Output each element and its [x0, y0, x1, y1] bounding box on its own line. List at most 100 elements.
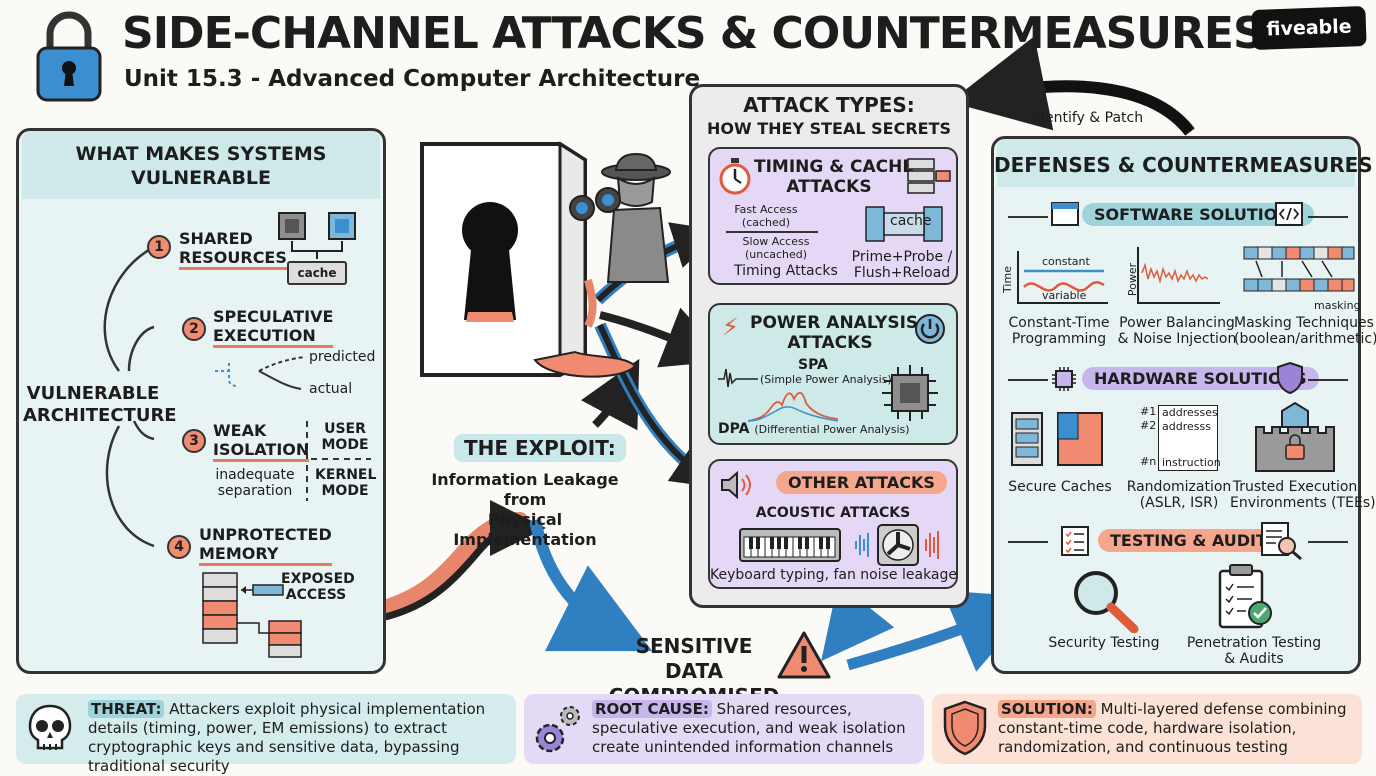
testing-divider-left [1008, 541, 1048, 543]
address-row-1: addresses [1162, 406, 1218, 419]
inspection-icon [1260, 521, 1304, 565]
fan-icon [852, 523, 948, 571]
power-axis-label: Power [1126, 262, 1140, 297]
defenses-header-band [997, 139, 1355, 187]
vulnerability-title-line1: WHAT MAKES SYSTEMS [75, 143, 327, 165]
address-row-2: addresss [1162, 420, 1211, 433]
testing-divider-right [1308, 541, 1348, 543]
attack-types-subtitle: HOW THEY STEAL SECRETS [707, 119, 951, 138]
keyboard-icon [738, 527, 842, 567]
arrow-feedback [949, 36, 1195, 136]
speaker-icon [720, 470, 754, 503]
shield-purple-icon [1276, 361, 1304, 399]
attack-types-title: ATTACK TYPES: [743, 93, 915, 117]
security-testing-label: Security Testing [1048, 635, 1160, 651]
secure-caches-label: Secure Caches [1008, 479, 1112, 495]
threat-text: THREAT: Attackers exploit physical imple… [88, 700, 486, 775]
skull-icon [26, 704, 74, 758]
server-rack-icon [906, 157, 952, 201]
row-2-label: #2 [1140, 419, 1157, 432]
hardware-solutions-title: HARDWARE SOLUTIONS [1082, 367, 1319, 390]
hardware-divider-left [1008, 379, 1048, 381]
defenses-panel: DEFENSES & COUNTERMEASURES SOFTWARE SOLU… [991, 136, 1376, 674]
attack-types-panel: ATTACK TYPES: HOW THEY STEAL SECRETS TIM… [689, 84, 969, 608]
chip-icon [878, 361, 942, 429]
gears-icon [530, 700, 584, 762]
penetration-testing-label: Penetration Testing& Audits [1186, 635, 1322, 667]
row-n-label: #n [1140, 455, 1157, 468]
browser-window-icon [1050, 201, 1080, 231]
stopwatch-icon [718, 157, 752, 199]
power-trace-graph [718, 359, 868, 433]
actual-label: actual [309, 381, 353, 397]
power-balancing-label: Power Balancing& Noise Injection [1117, 315, 1237, 347]
power-balancing-graph [1124, 243, 1224, 313]
item-number-4: 4 [167, 535, 191, 559]
arrow-data-to-defenses [846, 590, 1041, 672]
masking-diagram [1242, 245, 1356, 307]
dpa-label: DPA (Differential Power Analysis) [718, 421, 910, 437]
randomization-label: Randomization(ASLR, ISR) [1126, 479, 1232, 511]
solution-text: SOLUTION: Multi-layered defense combinin… [998, 700, 1347, 756]
timing-scale-line [726, 231, 818, 233]
software-divider-right [1308, 216, 1348, 218]
slow-access-label: Slow Access(uncached) [742, 235, 810, 261]
cpu-cores-icon [271, 207, 367, 289]
castle-icon [1252, 401, 1338, 477]
vulnerability-tree-lines [103, 245, 371, 548]
randomization-table: #1 #2 #n addresses addresss instruction [1140, 405, 1221, 471]
threat-box: THREAT: Attackers exploit physical imple… [16, 694, 516, 775]
checklist-icon [1060, 525, 1090, 561]
other-attacks-title: OTHER ATTACKS [776, 471, 947, 494]
safe-illustration [410, 130, 650, 404]
exploit-title: THE EXPLOIT: [454, 434, 626, 462]
software-divider-left [1008, 216, 1048, 218]
address-box [1158, 405, 1218, 471]
fast-access-label: Fast Access(cached) [734, 203, 798, 229]
power-button-icon [914, 313, 946, 349]
solution-box: SOLUTION: Multi-layered defense combinin… [932, 694, 1362, 764]
item-number-2: 2 [182, 317, 206, 341]
variable-label: variable [1042, 289, 1087, 302]
cache-label: cache [890, 213, 932, 229]
predicted-label: predicted [309, 349, 376, 365]
vulnerability-header-band [22, 131, 380, 199]
row-1-label: #1 [1140, 405, 1157, 418]
acoustic-caption: Keyboard typing, fan noise leakage [710, 567, 958, 583]
page-title: SIDE-CHANNEL ATTACKS & COUNTERMEASURES [122, 8, 1265, 59]
masking-techniques-label: Masking Techniques(boolean/arithmetic) [1234, 315, 1376, 347]
memory-blocks-icon [199, 571, 309, 667]
root-cause-text: ROOT CAUSE: Shared resources, speculativ… [592, 700, 906, 756]
other-attacks-card: OTHER ATTACKS ACOUSTIC ATTACKS Keyboard … [708, 459, 958, 589]
brand-logo: fiveable [1251, 6, 1367, 50]
masking-tag: masking [1314, 299, 1361, 312]
clipboard-check-icon [1216, 563, 1274, 637]
hardware-divider-right [1308, 379, 1348, 381]
magnifier-icon [1068, 567, 1140, 637]
spy-icon [568, 150, 678, 294]
constant-label: constant [1042, 255, 1090, 268]
code-icon [1274, 201, 1304, 231]
vulnerability-panel: WHAT MAKES SYSTEMS VULNERABLE VULNERABLE… [16, 128, 386, 674]
vulnerability-title-line2: VULNERABLE [130, 167, 272, 189]
instruction-row: instruction [1162, 456, 1221, 469]
item-number-3: 3 [182, 429, 206, 453]
spa-label: SPA [798, 357, 828, 373]
processor-icon [1050, 365, 1078, 397]
defenses-title: DEFENSES & COUNTERMEASURES [994, 153, 1373, 177]
feedback-label: Identify & Patch [1032, 110, 1144, 126]
page-subtitle: Unit 15.3 - Advanced Computer Architectu… [124, 66, 701, 92]
